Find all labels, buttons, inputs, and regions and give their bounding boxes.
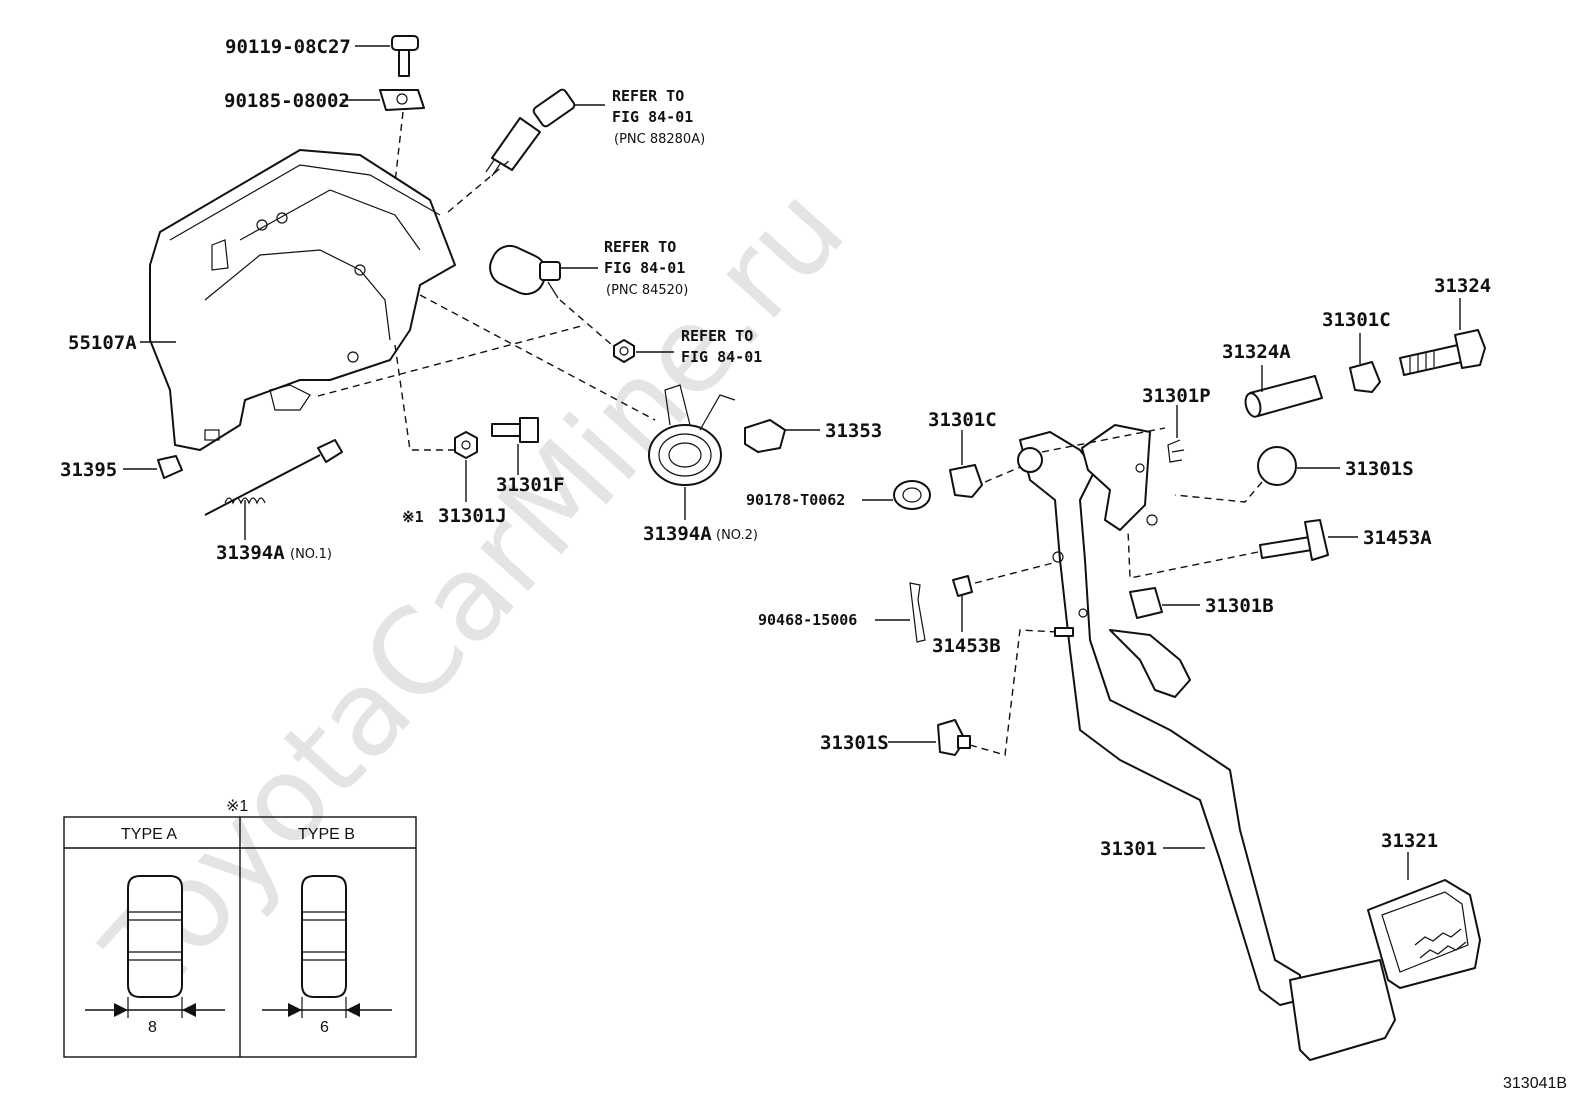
label-ref1-line2: FIG 84-01: [612, 108, 693, 126]
bolt-31301F-icon: [491, 417, 539, 443]
label-31453B: 31453B: [932, 635, 1001, 657]
label-31394A-no2-note: (NO.2): [716, 528, 758, 543]
bushing-31353-icon: [744, 419, 786, 453]
table-col-type-b: TYPE B: [298, 826, 355, 843]
label-31301F: 31301F: [496, 474, 565, 496]
figure-code: 313041B: [1503, 1075, 1567, 1092]
label-31324: 31324: [1434, 275, 1491, 297]
return-spring-no1-icon: [204, 439, 343, 516]
clip-31395-icon: [157, 455, 183, 479]
label-31301C-top: 31301C: [1322, 309, 1391, 331]
bolt-31324-icon: [1399, 329, 1486, 376]
label-31394A-no2: 31394A: [643, 523, 712, 545]
pedal-bracket-cover-icon: [149, 149, 456, 451]
label-ref2-line3: (PNC 84520): [606, 283, 688, 298]
bolt-90119-icon: [391, 35, 419, 77]
stopper-31301S-right-icon: [1257, 446, 1297, 486]
label-31301C-mid: 31301C: [928, 409, 997, 431]
label-ref2-line1: REFER TO: [604, 238, 676, 256]
clip-nut-90185-icon: [379, 89, 425, 111]
stop-lamp-switch-icon: [485, 88, 576, 177]
label-ref3-line2: FIG 84-01: [681, 348, 762, 366]
label-31321: 31321: [1381, 830, 1438, 852]
label-31301S-right: 31301S: [1345, 458, 1414, 480]
collar-90178-icon: [893, 480, 931, 510]
label-55107A: 55107A: [68, 332, 137, 354]
label-31324A: 31324A: [1222, 341, 1291, 363]
dim-type-b: 6: [320, 1019, 329, 1036]
label-ref1-line3: (PNC 88280A): [614, 132, 705, 147]
label-90178-T0062: 90178-T0062: [746, 491, 845, 509]
label-90119-08C27: 90119-08C27: [225, 36, 351, 58]
label-31301J-mark: ※1: [402, 508, 424, 526]
bushing-31453B-icon: [952, 575, 973, 597]
pedal-pad-icon: [1367, 879, 1481, 989]
bushing-31301C-top-icon: [1349, 361, 1381, 393]
clutch-pedal-arm-icon: [1017, 424, 1396, 1061]
label-ref1-line1: REFER TO: [612, 87, 684, 105]
nut-icon: [613, 339, 635, 363]
label-31301J: 31301J: [438, 505, 507, 527]
clutch-switch-icon: [489, 244, 561, 299]
label-31353: 31353: [825, 420, 882, 442]
nut-type-a-icon: [127, 875, 183, 998]
nut-type-b-icon: [301, 875, 347, 998]
label-31394A-no1: 31394A: [216, 542, 285, 564]
bushing-31301B-icon: [1129, 587, 1163, 619]
label-90468-15006: 90468-15006: [758, 611, 857, 629]
cotter-pin-icon: [909, 582, 926, 643]
table-col-type-a: TYPE A: [121, 826, 177, 843]
stopper-31301S-low-icon: [937, 719, 971, 756]
pin-31453A-icon: [1259, 519, 1329, 561]
table-mark: ※1: [226, 798, 248, 815]
torsion-spring-no2-icon: [648, 384, 736, 486]
label-31395: 31395: [60, 459, 117, 481]
bushing-31301C-mid-icon: [949, 464, 983, 498]
label-31301B: 31301B: [1205, 595, 1274, 617]
label-ref2-line2: FIG 84-01: [604, 259, 685, 277]
label-ref3-line1: REFER TO: [681, 327, 753, 345]
label-31301P: 31301P: [1142, 385, 1211, 407]
label-90185-08002: 90185-08002: [224, 90, 350, 112]
nut-type-table: ※1 TYPE A TYPE B 8 6: [63, 798, 417, 1058]
nut-31301J-icon: [454, 431, 478, 459]
label-31394A-no1-note: (NO.1): [290, 547, 332, 562]
label-31453A: 31453A: [1363, 527, 1432, 549]
label-31301S-low: 31301S: [820, 732, 889, 754]
label-31301: 31301: [1100, 838, 1157, 860]
collar-31324A-icon: [1244, 375, 1323, 418]
dim-type-a: 8: [148, 1019, 157, 1036]
clip-31301P-icon: [1167, 439, 1185, 463]
